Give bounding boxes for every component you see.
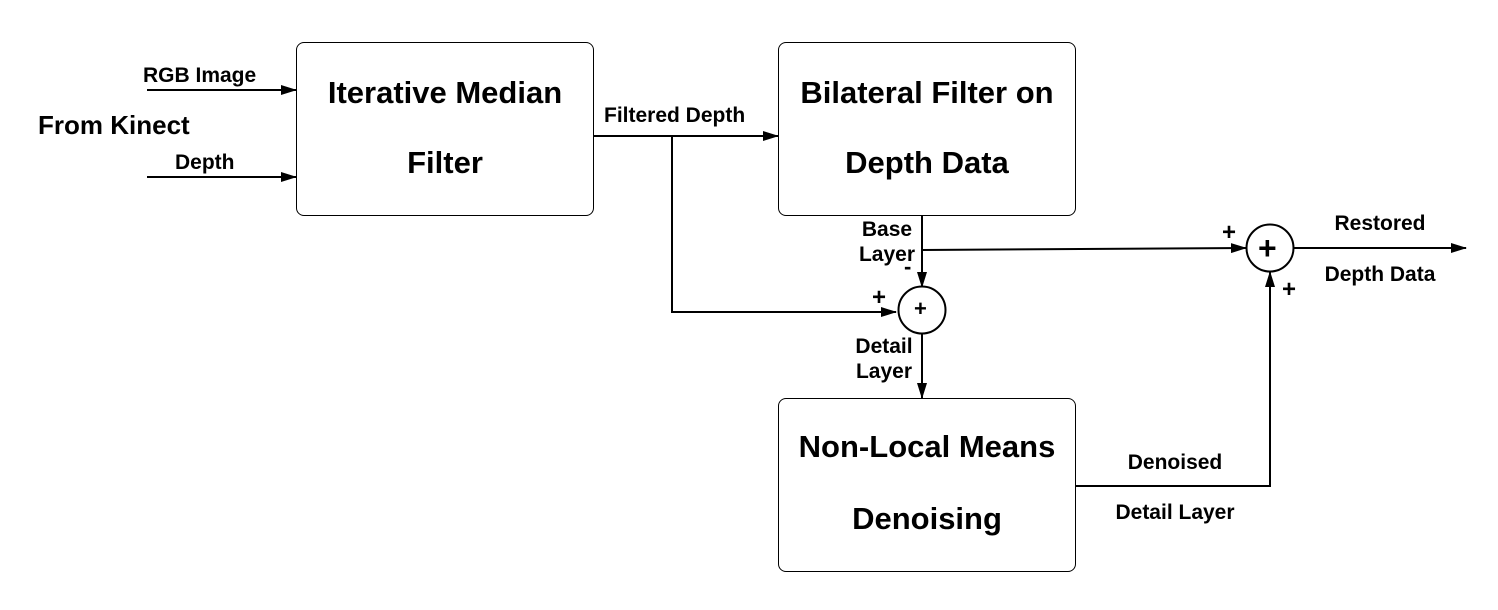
subtract-plus-sign: + [872, 284, 887, 311]
subtract-junction-symbol: + [914, 296, 927, 321]
base-layer-label-line1: Base [861, 218, 913, 241]
base-layer-label-line2: Layer [858, 243, 916, 266]
sum-plus-bottom-sign: + [1282, 276, 1297, 303]
filtered-depth-branch-arrow [671, 136, 897, 317]
base-layer-to-sum-arrow [921, 243, 1247, 254]
denoised-label-line2: Detail Layer [1115, 501, 1235, 524]
bilateral-block-line2: Depth Data [845, 145, 1009, 180]
depth-input-label: Depth [175, 151, 235, 174]
non-local-means-block: Non-Local Means Denoising [778, 398, 1076, 572]
detail-layer-label-line2: Layer [855, 360, 913, 383]
bilateral-filter-block: Bilateral Filter on Depth Data [778, 42, 1076, 216]
rgb-input-label: RGB Image [143, 64, 257, 87]
restored-label-line1: Restored [1334, 212, 1426, 235]
sum-junction-symbol: + [1258, 230, 1277, 266]
denoised-detail-arrow [1076, 271, 1275, 487]
subtract-junction [897, 285, 947, 335]
iterative-median-filter-block: Iterative Median Filter [296, 42, 594, 216]
source-label: From Kinect [38, 110, 190, 140]
sum-plus-top-sign: + [1222, 219, 1237, 246]
bilateral-block-line1: Bilateral Filter on [800, 75, 1054, 110]
sum-junction [1245, 223, 1295, 273]
detail-layer-label-line1: Detail [855, 335, 913, 358]
denoised-label-line1: Denoised [1127, 451, 1223, 474]
median-block-line1: Iterative Median [327, 75, 563, 110]
restored-label-line2: Depth Data [1324, 263, 1436, 286]
filtered-depth-label: Filtered Depth [604, 104, 746, 127]
nlm-block-line2: Denoising [852, 501, 1002, 536]
median-block-line2: Filter [407, 145, 483, 180]
nlm-block-line1: Non-Local Means [798, 429, 1056, 464]
subtract-minus-sign: - [904, 254, 912, 279]
